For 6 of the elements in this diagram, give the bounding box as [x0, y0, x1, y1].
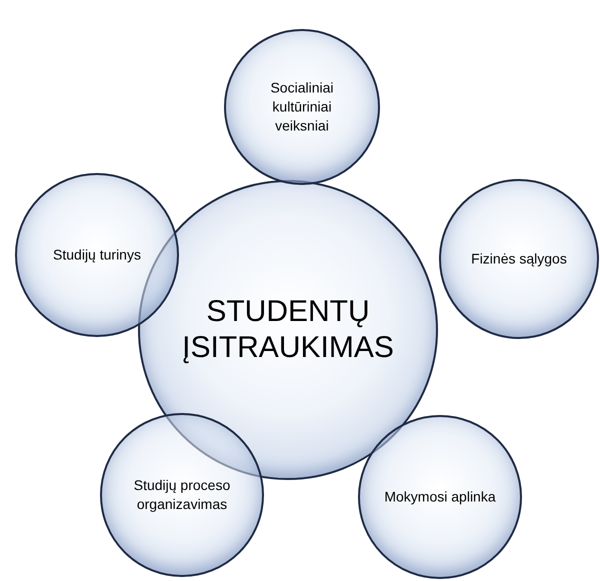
circle-label: STUDENTŲ ĮSITRAUKIMAS [181, 294, 395, 366]
circle-label: Fizinės sąlygos [470, 250, 568, 268]
circle-label: Studijų proceso organizavimas [132, 476, 232, 514]
circle-label: Socialiniai kultūriniai veiksniai [269, 78, 335, 136]
circle-label: Mokymosi aplinka [383, 488, 497, 506]
circle-label: Studijų turinys [52, 246, 142, 264]
